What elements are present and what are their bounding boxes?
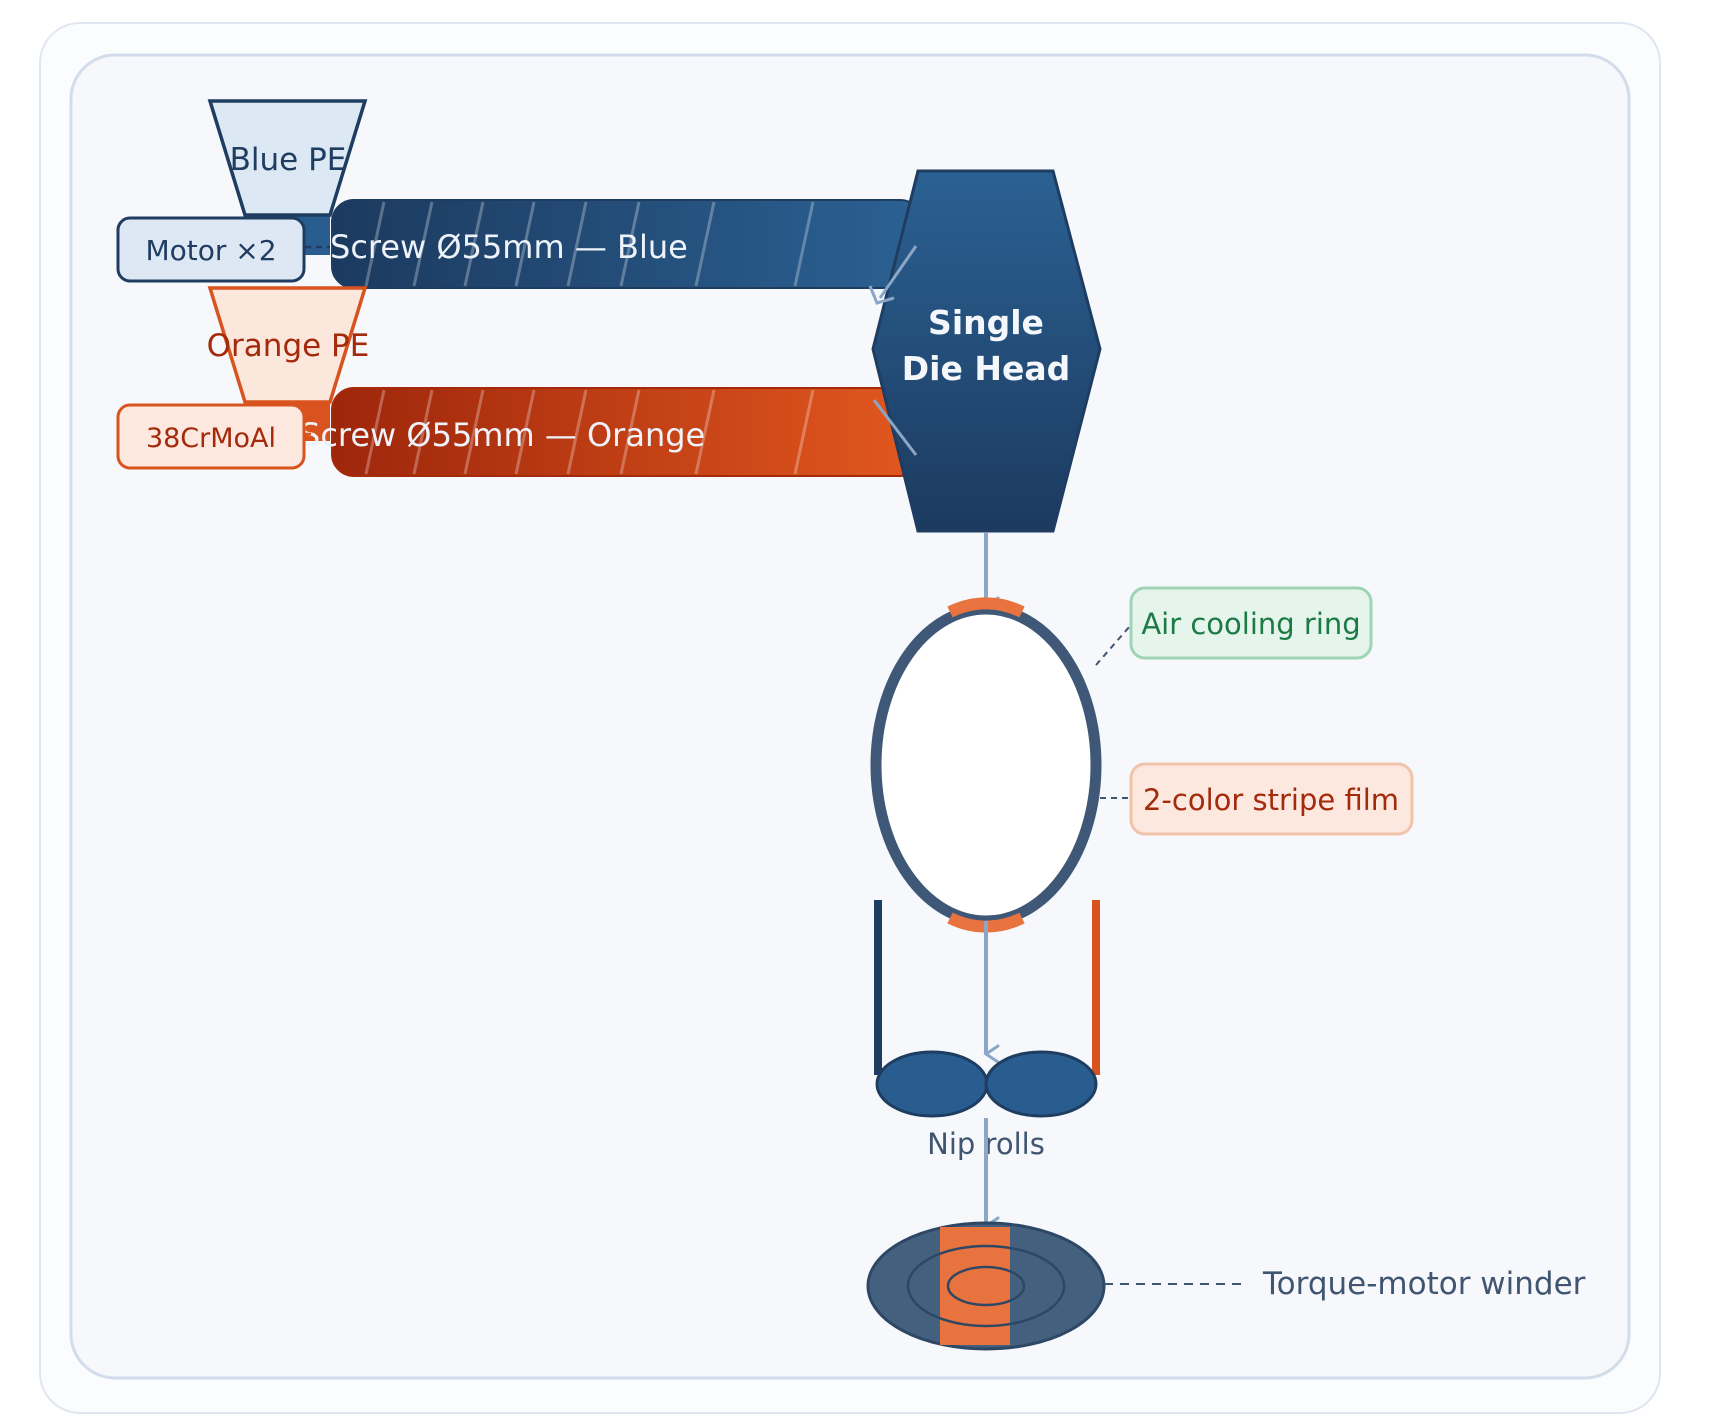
blue-screw-label: Screw Ø55mm — Blue: [330, 228, 688, 266]
blue-feed-arrow: [868, 285, 895, 305]
die-head-label-line1: Single: [928, 303, 1044, 342]
blue-screw-flights: [364, 201, 815, 287]
film-callout: 2-color stripe film: [1100, 762, 1414, 836]
winder-ring-outer: [906, 1244, 1066, 1328]
film-bubble-ring: [870, 603, 1102, 927]
material-tag: 38CrMoAl: [116, 403, 330, 470]
film-bubble-top-stripe: [947, 597, 1025, 618]
material-tag-box: [116, 403, 306, 470]
winder-ring-inner: [946, 1265, 1026, 1307]
film-bubble: [870, 597, 1102, 933]
orange-hopper-label: Orange PE: [207, 328, 370, 364]
motor-tag-box: [116, 216, 306, 283]
material-tag-label: 38CrMoAl: [146, 423, 276, 454]
film-callout-label: 2-color stripe film: [1143, 783, 1399, 817]
orange-screw-label: Screw Ø55mm — Orange: [300, 416, 705, 454]
nip-roll-right: [984, 1050, 1098, 1118]
orange-screw: Screw Ø55mm — Orange: [300, 387, 923, 477]
film-callout-box: [1129, 762, 1414, 836]
die-head-label-line2: Die Head: [902, 349, 1070, 388]
nip-roll-left: [875, 1050, 989, 1118]
winder: Torque-motor winder: [866, 1221, 1586, 1351]
winder-label: Torque-motor winder: [1262, 1266, 1586, 1302]
motor-tag: Motor ×2: [116, 216, 330, 283]
blue-feed-line: [878, 245, 918, 299]
motor-tag-label: Motor ×2: [145, 234, 276, 267]
blue-hopper-body: [207, 99, 368, 217]
orange-hopper-body: [207, 286, 368, 404]
die-head-body: [871, 169, 1102, 533]
cooling-callout-box: [1129, 586, 1373, 660]
blue-hopper-label: Blue PE: [230, 142, 347, 178]
orange-screw-flights: [364, 389, 815, 475]
orange-feed-line: [872, 399, 918, 456]
winder-orange-band: [940, 1227, 1010, 1345]
cooling-callout-label: Air cooling ring: [1141, 607, 1360, 641]
blue-hopper: Blue PE: [207, 99, 368, 255]
diagram-panel: [69, 53, 1631, 1380]
die-head: Single Die Head: [868, 169, 1102, 533]
blue-screw: Screw Ø55mm — Blue: [330, 199, 923, 289]
cooling-callout: Air cooling ring: [1095, 586, 1373, 666]
